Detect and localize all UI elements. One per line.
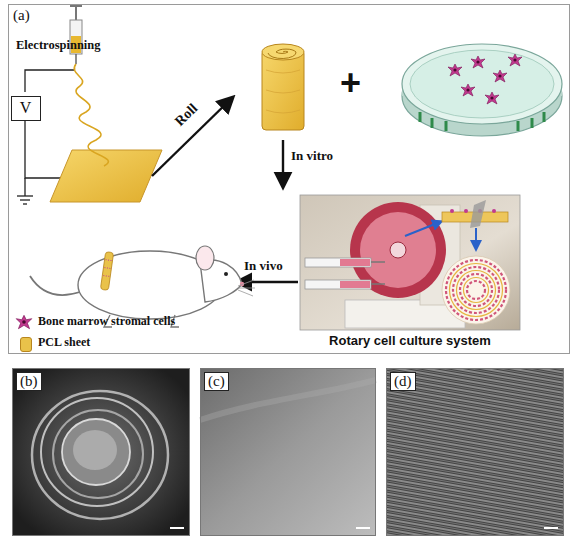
drawing-part (100, 252, 113, 291)
drawing-part (17, 195, 33, 196)
drawing-part (371, 283, 385, 285)
node-text: V (12, 99, 39, 117)
drawing-part (386, 368, 564, 536)
drawing-part (53, 410, 143, 498)
wire (25, 70, 74, 92)
node-text: Rotary cell culture system (300, 333, 520, 348)
drawing-part (170, 527, 184, 529)
sem-image (12, 368, 190, 536)
drawing-part (268, 49, 296, 58)
syringe (70, 4, 82, 64)
arrow-label: Roll (172, 101, 201, 130)
panel-frame: (a) V Rotary cell culture system (8, 4, 570, 354)
drawing-part (73, 430, 117, 470)
drawing-part (493, 70, 507, 82)
drawing-part (340, 259, 370, 266)
plus-sign: + (340, 62, 361, 104)
drawing-part (300, 195, 520, 330)
drawing-part (30, 276, 80, 295)
drawing-part (340, 281, 370, 288)
drawing-part (460, 274, 492, 306)
needle (75, 54, 77, 64)
petri-dish (402, 44, 562, 136)
drawing-part (12, 368, 190, 536)
drawing-part (103, 260, 111, 277)
drawing-part (305, 280, 371, 289)
arrow-label: In vivo (244, 258, 283, 274)
drawing-part (200, 368, 376, 536)
drawing-part (20, 199, 30, 200)
drawing-part (196, 246, 214, 270)
drawing-part (224, 272, 228, 276)
drawing-part (450, 264, 503, 317)
sem-panel: (b) (12, 368, 190, 536)
drawing-part (262, 44, 304, 60)
drawing-part (305, 258, 371, 267)
drawing-part (62, 419, 130, 485)
legend-swatch (20, 337, 32, 352)
node-text: (c) (204, 372, 229, 391)
drawing-part (450, 209, 454, 213)
drawing-part (356, 527, 370, 529)
drawing-part (464, 209, 468, 213)
sem-image (386, 368, 564, 536)
rolled-scaffold (262, 44, 304, 130)
cell-icon (14, 313, 34, 331)
drawing-part (492, 209, 496, 213)
drawing-part (508, 54, 522, 66)
process-arrow (152, 98, 232, 176)
drawing-part (475, 228, 477, 248)
drawing-part (23, 203, 27, 204)
drawing-part (446, 260, 506, 320)
node-text: (b) (16, 372, 42, 391)
drawing-part (24, 178, 25, 196)
sem-panel: (c) (200, 368, 376, 536)
node-text: (d) (390, 372, 416, 391)
cell-icon (16, 315, 32, 328)
drawing-part (386, 368, 564, 536)
drawing-part (467, 281, 485, 299)
drawing-part (371, 261, 385, 263)
polymer-jet (74, 64, 108, 166)
drawing-part (420, 112, 544, 131)
drawing-part (453, 267, 499, 313)
drawing-part (485, 92, 499, 104)
drawing-part (266, 70, 300, 113)
process-arrow (282, 140, 284, 186)
voltage-source: V (11, 96, 41, 121)
drawing-part (238, 280, 255, 296)
drawing-part (448, 64, 462, 76)
drawing-part (360, 212, 436, 288)
drawing-part (471, 56, 485, 68)
ground-symbol (17, 178, 33, 204)
wire (25, 117, 62, 178)
drawing-part (405, 222, 440, 236)
sem-panel: (d) (386, 368, 564, 536)
drawing-part (470, 200, 486, 228)
node-text: (a) (13, 7, 30, 24)
drawing-part (544, 527, 558, 529)
drawing-part (442, 256, 510, 324)
culture-photo (300, 195, 520, 330)
drawing-part (464, 278, 489, 303)
legend-text: Bone marrow stromal cells (38, 314, 175, 329)
drawing-part (457, 271, 496, 310)
process-label: Electrospinning (16, 38, 101, 53)
sem-image (200, 368, 376, 536)
drawing-part (262, 50, 304, 130)
drawing-part (402, 44, 562, 124)
legend-text: PCL sheet (38, 335, 90, 350)
drawing-part (32, 391, 168, 519)
drawing-part (390, 242, 406, 258)
arrow-label: In vitro (291, 148, 333, 164)
drawing-part (461, 84, 475, 96)
culture-system-photo: Rotary cell culture system (300, 195, 520, 330)
drawing-part (410, 50, 554, 118)
drawing-part (41, 398, 153, 506)
